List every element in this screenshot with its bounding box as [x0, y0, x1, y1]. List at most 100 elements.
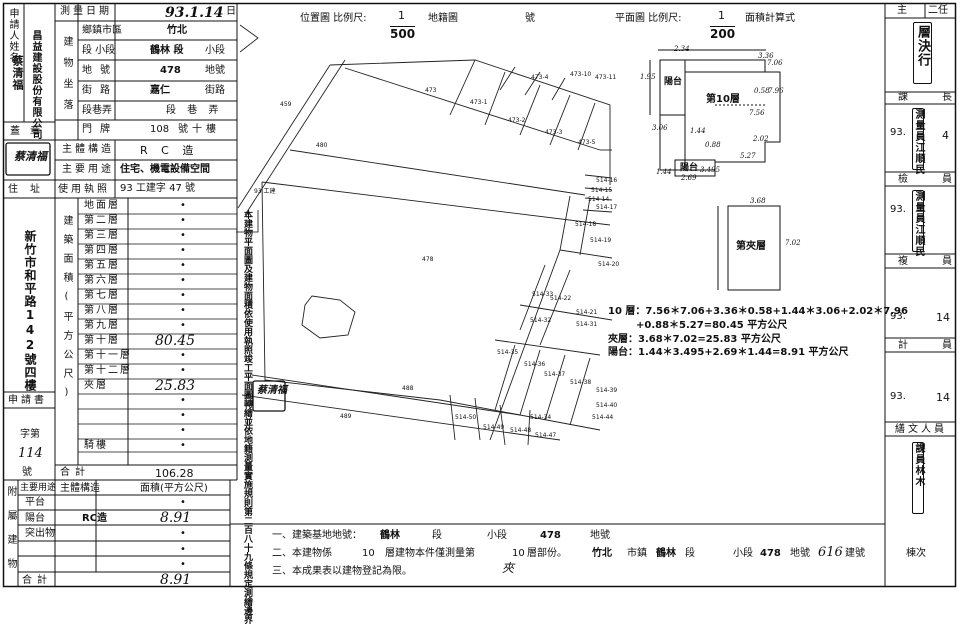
- floor-area: 80.45: [155, 333, 196, 349]
- floor-name: 第六層: [84, 275, 120, 286]
- survey-date-unit: 日: [226, 6, 236, 17]
- floor-area: •: [180, 290, 186, 301]
- section-value: 鶴林 段: [150, 45, 184, 56]
- note-2-mezz: 夾: [502, 561, 515, 575]
- street-unit: 街路: [205, 85, 225, 96]
- location-label: 建物坐落: [61, 36, 72, 120]
- scale-numerator-2: 1: [718, 9, 725, 22]
- note-2-section: 鶴林: [656, 548, 676, 559]
- floor-area: •: [180, 425, 186, 436]
- parcel-label: 93 工建: [254, 188, 276, 195]
- note-2-bldg: 616: [818, 545, 843, 560]
- floor-area: •: [180, 275, 186, 286]
- annex-area: •: [180, 559, 186, 570]
- formula-line-2: +0.88＊5.27=80.45 平方公尺: [636, 320, 788, 331]
- parcel-label: 514-39: [596, 387, 618, 394]
- reviewer-label: 複: [898, 256, 908, 267]
- parcel-label: 514-47: [535, 432, 557, 439]
- dimension-label: 3.495: [700, 166, 721, 174]
- floor-area: •: [180, 350, 186, 361]
- annex-area: 8.91: [160, 509, 192, 526]
- parcel-label: 473-10: [570, 71, 592, 78]
- door-value: 108: [150, 124, 170, 135]
- license-value: 93 工建字 47 號: [120, 183, 195, 194]
- parcel-label: 514-36: [524, 361, 546, 368]
- parcel-label: 514-20: [598, 261, 620, 268]
- dimension-label: 7.56: [749, 109, 765, 117]
- floor-name: 夾層: [84, 380, 108, 391]
- calc-label: 計: [898, 340, 908, 351]
- note-1-lot: 478: [540, 530, 561, 541]
- parcel-label: 514-44: [592, 414, 614, 421]
- copy-label: 繕文人員: [895, 424, 947, 435]
- dimension-label: 7.06: [767, 59, 783, 67]
- applicant-label: 申請人姓名: [7, 8, 18, 63]
- structure-label: 主體構造: [62, 144, 114, 155]
- area-calc-label: 面積計算式: [745, 13, 795, 24]
- parcel-label: 514-19: [590, 237, 612, 244]
- parcel-label: 488: [402, 385, 414, 392]
- application-unit: 號: [22, 467, 32, 478]
- floor-name: 第十一層: [84, 350, 132, 361]
- note-1-unit: 地號: [590, 530, 610, 541]
- scale-numerator-1: 1: [398, 9, 405, 22]
- door-label: 門牌: [82, 124, 118, 135]
- note-2-lot-unit: 地號: [790, 548, 810, 559]
- floor-area: •: [180, 215, 186, 226]
- annex-use-header: 主要用途: [20, 483, 57, 493]
- door-unit: 號十樓: [178, 124, 220, 135]
- floor-area: 25.83: [155, 378, 196, 394]
- floor-area: •: [180, 260, 186, 271]
- floor-area: •: [180, 365, 186, 376]
- parcel-label: 514-15: [591, 187, 613, 194]
- note-2-mid2: 層部份。: [527, 548, 567, 559]
- floor-area: •: [180, 440, 186, 451]
- note-2-city: 竹北: [592, 548, 612, 559]
- parcel-label: 514-18: [575, 221, 597, 228]
- parcel-label: 514-31: [576, 321, 598, 328]
- dimension-label: 3.68: [750, 197, 766, 205]
- town-label: 鄉鎮市區: [82, 25, 122, 36]
- section-chief-date: 93.: [890, 127, 906, 138]
- floor-name: 第九層: [84, 320, 120, 331]
- street-label: 街路: [82, 85, 118, 96]
- reviewer-num: 14: [936, 311, 950, 324]
- section-chief-label: 課: [898, 92, 908, 103]
- parcel-label: 514-34: [530, 414, 552, 421]
- floor-name: 第二層: [84, 215, 120, 226]
- applicant-seal: 蔡清福: [14, 150, 47, 163]
- chief-stamp: 層決行: [913, 22, 932, 84]
- parcel-label: 473-1: [470, 99, 488, 106]
- address-value: 新竹市和平路142號四樓: [23, 230, 37, 392]
- annex-area: •: [180, 528, 186, 539]
- floor-area: •: [180, 230, 186, 241]
- head-two: 二任: [928, 5, 948, 16]
- parcel-label: 514-40: [596, 402, 618, 409]
- form-linework: [2, 2, 957, 588]
- floor-name: 第三層: [84, 230, 120, 241]
- parcel-label: 459: [280, 101, 292, 108]
- dimension-label: 0.58: [754, 87, 770, 95]
- map-no-unit: 號: [525, 13, 535, 24]
- lot-value: 478: [160, 65, 181, 76]
- parcel-label: 514-33: [532, 291, 554, 298]
- reviewer-date: 93.: [890, 311, 906, 322]
- parcel-label: 473-4: [531, 74, 549, 81]
- total-label: 合計: [60, 467, 90, 478]
- checker-stamp: 測量員江順民: [912, 190, 924, 257]
- calc-date: 93.: [890, 391, 906, 402]
- license-label: 使用執照: [58, 184, 110, 195]
- map-no-label: 地籍圖: [428, 13, 458, 24]
- note-1-prefix: 一、建築基地地號：: [272, 530, 362, 541]
- dimension-label: 3.06: [652, 124, 668, 132]
- balcony-label: 陽台: [664, 77, 683, 87]
- scale-denominator-1: 500: [390, 26, 416, 41]
- application-label: 申請書: [8, 395, 47, 406]
- map-seal: 蔡清福: [257, 385, 287, 396]
- calc-num: 14: [936, 391, 950, 404]
- lot-unit: 地號: [205, 65, 225, 76]
- parcel-label: 514-21: [576, 309, 598, 316]
- area-label: 建築面積(平方公尺): [61, 215, 72, 407]
- location-map-label: 位置圖 比例尺:: [300, 13, 367, 24]
- mezz-label: 第夾層: [736, 241, 766, 252]
